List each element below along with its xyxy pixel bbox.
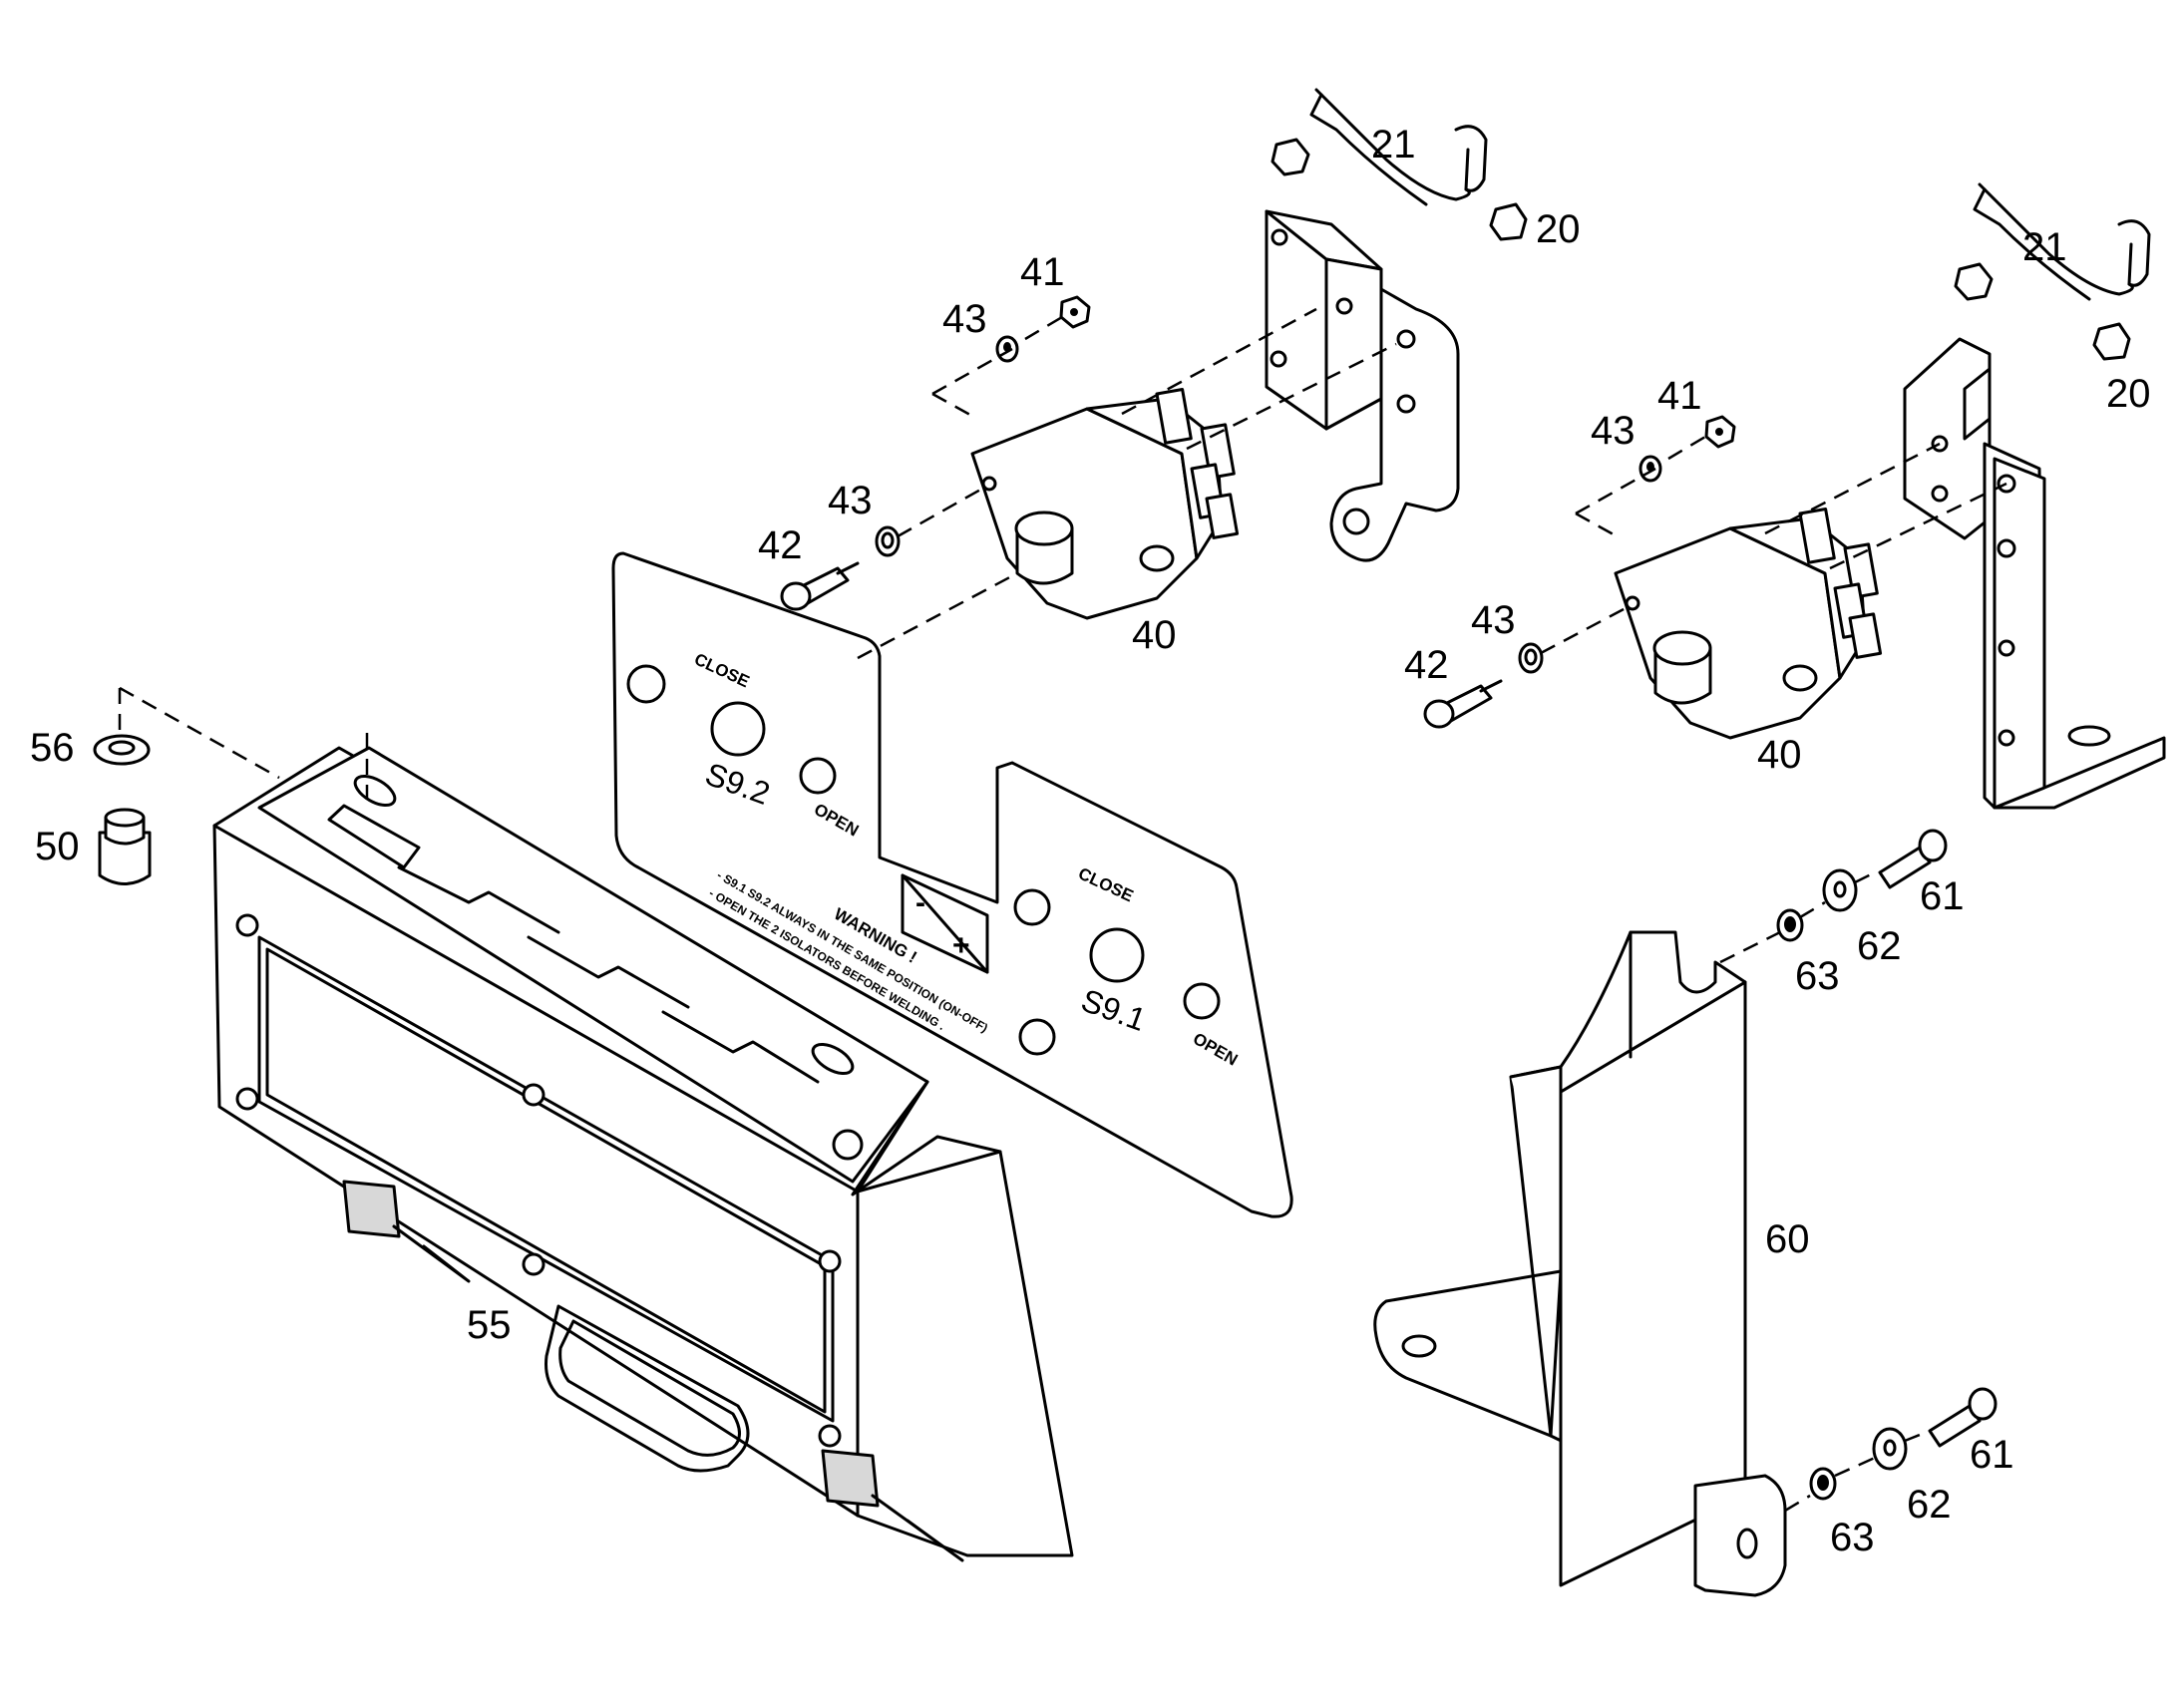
isolator-switch-right: [1614, 507, 1883, 740]
isolator-switch-left: [970, 387, 1240, 620]
washer-56: [93, 734, 151, 766]
callout-62-upper: 62: [1857, 924, 1902, 968]
callout-21-left: 21: [1371, 123, 1416, 167]
callout-50: 50: [35, 825, 80, 868]
callout-40-left: 40: [1132, 613, 1177, 657]
callout-43-upper-left: 43: [942, 297, 987, 341]
callout-61-upper: 61: [1920, 874, 1965, 918]
callout-42-right: 42: [1404, 643, 1449, 687]
hardware-60-lower: [1784, 1387, 1998, 1513]
callout-62-lower: 62: [1907, 1483, 1952, 1527]
callout-41-left: 41: [1020, 250, 1065, 294]
callout-21-right: 21: [2022, 225, 2067, 269]
callout-42-left: 42: [758, 523, 803, 567]
hardware-60-upper: [1719, 829, 1948, 964]
plate-plus: +: [952, 929, 970, 962]
callout-63-upper: 63: [1795, 954, 1840, 998]
callout-20-left: 20: [1536, 207, 1581, 251]
callout-labels: 21 20 41 43 43 42 40 21 20 41 43 43 42 4…: [30, 123, 2151, 1559]
large-bracket-60: [1373, 930, 1787, 1597]
callout-61-lower: 61: [1970, 1433, 2014, 1477]
mount-bracket-right: [1903, 337, 2166, 810]
callout-43-upper-right: 43: [1591, 409, 1635, 453]
callout-20-right: 20: [2106, 372, 2151, 416]
callout-40-right: 40: [1757, 733, 1802, 777]
callout-63-lower: 63: [1830, 1516, 1875, 1559]
enclosure-box: [118, 686, 1074, 1562]
cap-50: [98, 808, 152, 885]
hardware-left: [780, 88, 1528, 660]
hardware-right: [1423, 182, 2151, 729]
callout-56: 56: [30, 726, 75, 770]
callout-60: 60: [1765, 1217, 1810, 1261]
callout-41-right: 41: [1657, 374, 1702, 418]
callout-43-lower-right: 43: [1471, 598, 1516, 642]
mount-bracket-left: [1265, 209, 1460, 562]
callout-55: 55: [467, 1303, 512, 1347]
callout-43-lower-left: 43: [828, 479, 873, 522]
plate-minus: -: [915, 886, 925, 919]
